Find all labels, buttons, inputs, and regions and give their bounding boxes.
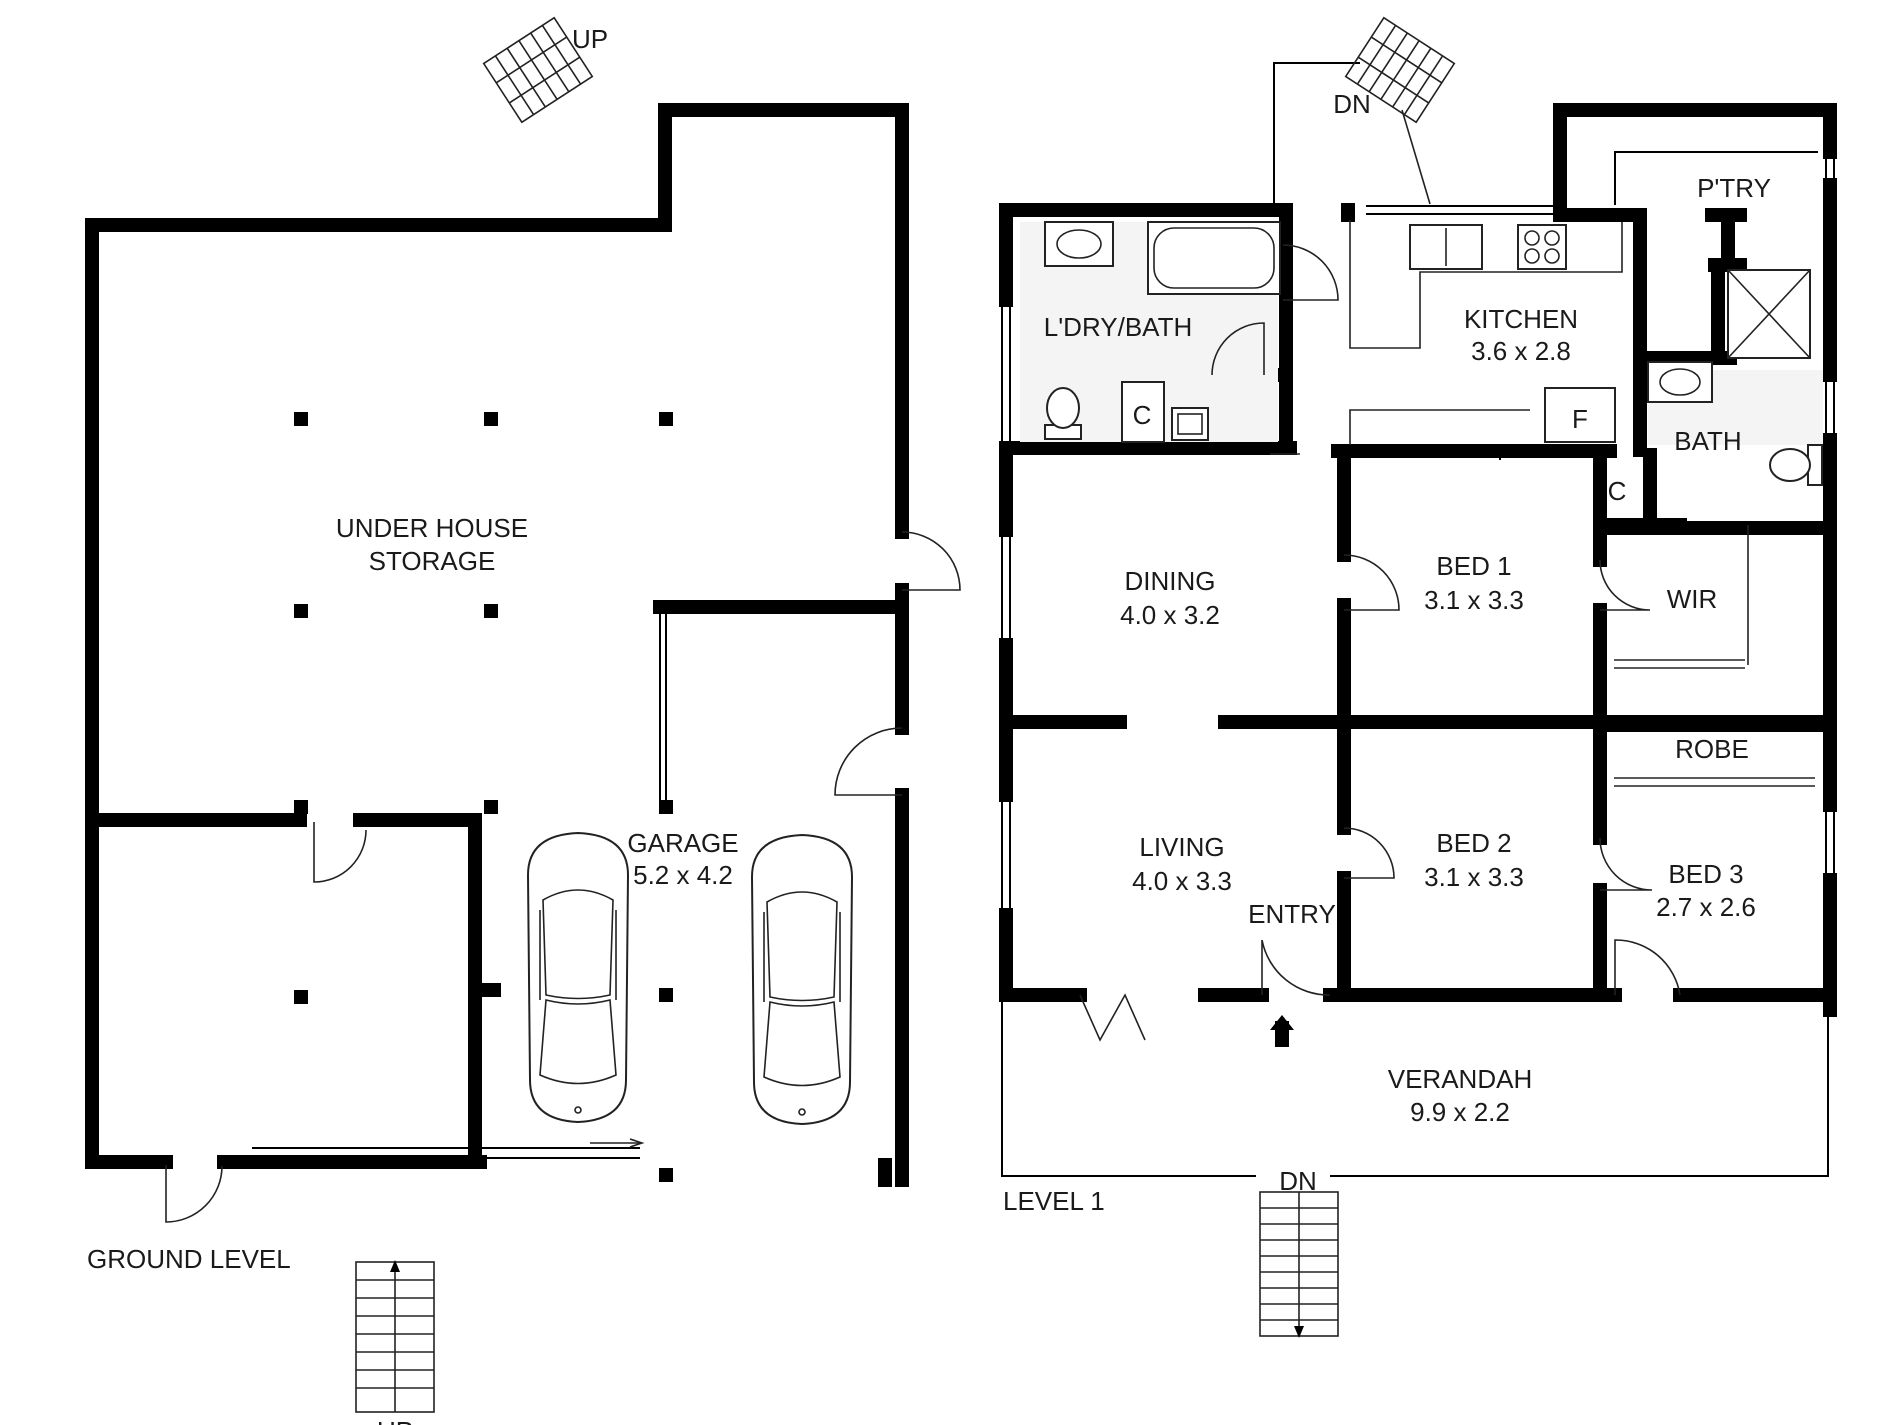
fridge-box: [1544, 387, 1616, 443]
verandah-dimensions: 9.9 x 2.2: [1410, 1097, 1510, 1127]
stairs-up-icon: [355, 1260, 435, 1413]
bed2-label: BED 2: [1436, 828, 1511, 858]
cupboard-box: [1121, 381, 1165, 443]
dining-dimensions: 4.0 x 3.2: [1120, 600, 1220, 630]
bath-label: BATH: [1674, 426, 1741, 456]
bathtub-icon: [1147, 221, 1281, 295]
ground-level-label: GROUND LEVEL: [87, 1244, 291, 1274]
stairs-up-icon: [482, 16, 594, 124]
stairs-up-label: UP: [572, 24, 608, 54]
wir-label: WIR: [1667, 584, 1718, 614]
stairs-down-icon: [1259, 1191, 1339, 1338]
bed2-dimensions: 3.1 x 3.3: [1424, 862, 1524, 892]
car-icon: [750, 833, 854, 1126]
dining-label: DINING: [1125, 566, 1216, 596]
verandah-outline: [1001, 62, 1829, 1177]
garage-label: GARAGE: [627, 828, 738, 858]
level-1-plan: DN L'DRY/BATH C KITCHEN 3.6 x 2.8 P'TRY …: [999, 16, 1837, 1338]
entry-label: ENTRY: [1248, 899, 1336, 929]
shower-icon: [1727, 269, 1811, 359]
ground-interior-walls: [85, 600, 907, 1167]
living-label: LIVING: [1139, 832, 1224, 862]
pantry-label: P'TRY: [1697, 173, 1771, 203]
ground-level-plan: UP UNDER HOUSE STORAGE GARAGE 5.2 x 4.2 …: [85, 16, 961, 1425]
toilet-icon: [1044, 387, 1082, 440]
robe-label: ROBE: [1675, 734, 1749, 764]
bed3-label: BED 3: [1668, 859, 1743, 889]
bed1-dimensions: 3.1 x 3.3: [1424, 585, 1524, 615]
verandah-label: VERANDAH: [1388, 1064, 1532, 1094]
basin-icon: [1044, 221, 1114, 267]
stairs-down-label: DN: [1333, 89, 1371, 119]
ground-exterior-walls: [85, 103, 909, 1187]
kitchen-label: KITCHEN: [1464, 304, 1578, 334]
living-dimensions: 4.0 x 3.3: [1132, 866, 1232, 896]
kitchen-bench: [1349, 220, 1623, 445]
kitchen-dimensions: 3.6 x 2.8: [1471, 336, 1571, 366]
ground-support-posts: [294, 412, 673, 1182]
stairs-up-label: UP: [377, 1416, 413, 1425]
storage-label: UNDER HOUSE: [336, 513, 528, 543]
level-1-exterior-walls: [999, 103, 1837, 1017]
garage-dimensions: 5.2 x 4.2: [633, 860, 733, 890]
toilet-icon: [1769, 444, 1823, 486]
cupboard-label: C: [1133, 400, 1152, 430]
laundry-bath-label: L'DRY/BATH: [1044, 312, 1192, 342]
storage-label-line2: STORAGE: [369, 546, 496, 576]
fridge-label: F: [1572, 404, 1588, 434]
basin-icon: [1647, 361, 1713, 403]
level-1-doors: [1079, 244, 1815, 1047]
bed3-dimensions: 2.7 x 2.6: [1656, 892, 1756, 922]
stairs-down-label: DN: [1279, 1166, 1317, 1196]
stairs-down-icon: [1344, 16, 1456, 124]
level-1-label: LEVEL 1: [1003, 1186, 1105, 1216]
car-icon: [526, 831, 630, 1124]
ground-doors: [165, 531, 961, 1223]
bed1-label: BED 1: [1436, 551, 1511, 581]
cupboard-label: C: [1608, 476, 1627, 506]
laundry-tub-icon: [1171, 407, 1209, 441]
level-1-windows: [1001, 152, 1835, 915]
